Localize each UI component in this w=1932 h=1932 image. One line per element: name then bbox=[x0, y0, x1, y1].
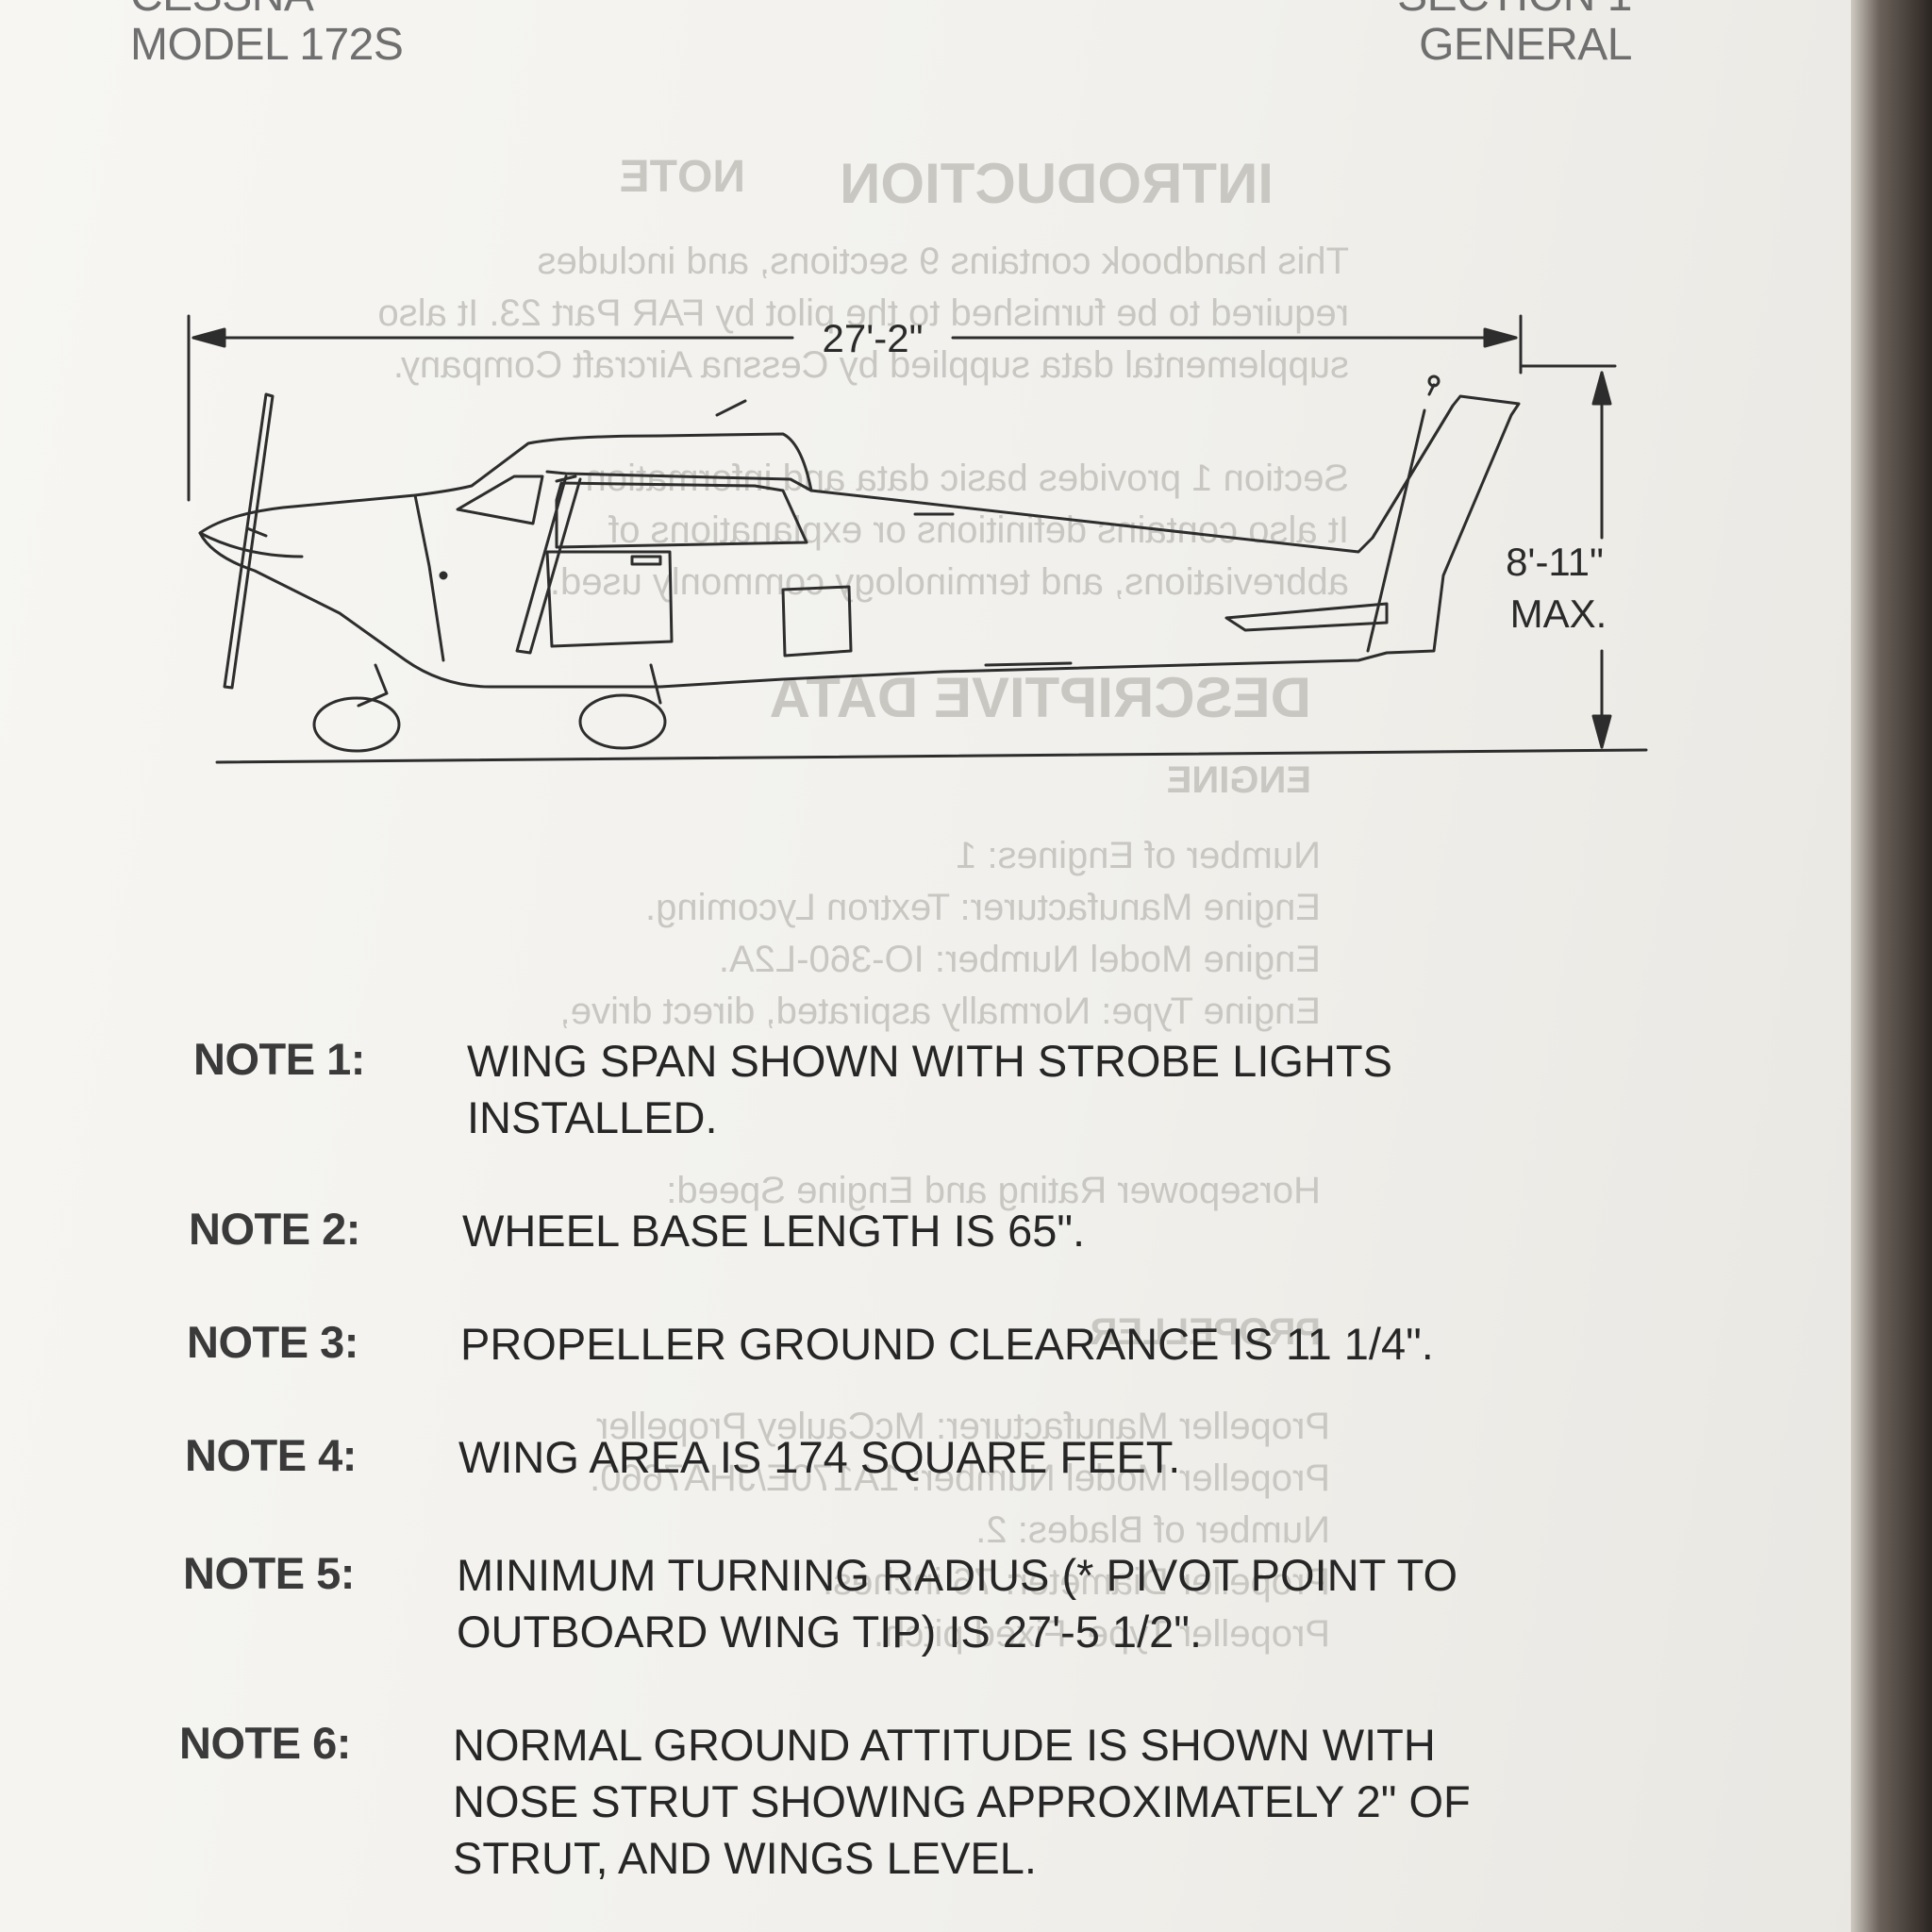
cabin-door bbox=[545, 550, 674, 648]
cowl-line bbox=[198, 531, 304, 558]
note-4-label: NOTE 4: bbox=[185, 1430, 357, 1480]
horizontal-stabilizer bbox=[1224, 602, 1389, 632]
beacon-light bbox=[1427, 375, 1441, 388]
note-1-text: WING SPAN SHOWN WITH STROBE LIGHTS INSTA… bbox=[467, 1036, 1392, 1142]
arrow-up bbox=[1591, 371, 1612, 406]
windshield bbox=[456, 475, 544, 525]
aircraft-side-view-diagram: 27'-2" 8'-11" MAX. bbox=[187, 314, 1648, 764]
header-section: SECTION 1 GENERAL bbox=[1397, 0, 1632, 70]
arrow-right bbox=[1483, 327, 1518, 348]
side-window bbox=[555, 481, 808, 549]
rudder-hinge bbox=[1366, 408, 1426, 653]
arrow-left bbox=[192, 327, 226, 348]
door-handle bbox=[630, 555, 662, 566]
note-1: NOTE 1: WING SPAN SHOWN WITH STROBE LIGH… bbox=[193, 1033, 1392, 1146]
height-dimension-label: 8'-11" bbox=[1506, 540, 1604, 584]
note-5-label: NOTE 5: bbox=[183, 1548, 355, 1598]
note-4: NOTE 4: WING AREA IS 174 SQUARE FEET. bbox=[185, 1429, 1180, 1486]
note-2-text: WHEEL BASE LENGTH IS 65". bbox=[462, 1206, 1086, 1256]
header-section-number: SECTION 1 bbox=[1397, 0, 1632, 21]
header-model: CESSNA MODEL 172S bbox=[130, 0, 404, 70]
length-dimension-label: 27'-2" bbox=[823, 316, 924, 360]
height-dimension-max-label: MAX. bbox=[1510, 591, 1607, 636]
note-3-label: NOTE 3: bbox=[187, 1317, 358, 1367]
note-1-label: NOTE 1: bbox=[193, 1034, 365, 1084]
propeller-hub bbox=[245, 526, 268, 538]
ground-line bbox=[215, 748, 1648, 764]
main-gear-leg bbox=[649, 663, 662, 705]
note-6-text: NORMAL GROUND ATTITUDE IS SHOWN WITH NOS… bbox=[453, 1720, 1471, 1883]
manual-page: INTRODUCTION NOTE This handbook contains… bbox=[0, 0, 1877, 1932]
header-section-title: GENERAL bbox=[1419, 20, 1632, 70]
nose-wheel-fairing bbox=[312, 696, 401, 753]
page-edge-shadow bbox=[1851, 0, 1932, 1932]
note-2: NOTE 2: WHEEL BASE LENGTH IS 65". bbox=[189, 1203, 1085, 1259]
wing-strut bbox=[515, 475, 582, 655]
note-3: NOTE 3: PROPELLER GROUND CLEARANCE IS 11… bbox=[187, 1316, 1434, 1373]
baggage-door bbox=[781, 585, 853, 658]
note-5: NOTE 5: MINIMUM TURNING RADIUS (* PIVOT … bbox=[183, 1547, 1457, 1660]
fin-leading-edge bbox=[1371, 404, 1455, 540]
note-5-text: MINIMUM TURNING RADIUS (* PIVOT POINT TO… bbox=[457, 1550, 1458, 1657]
firewall-line bbox=[413, 493, 445, 662]
wing-root bbox=[545, 470, 813, 492]
header-brand: CESSNA bbox=[130, 0, 403, 21]
arrow-down bbox=[1591, 714, 1612, 749]
nose-gear-strut bbox=[357, 663, 389, 708]
note-4-text: WING AREA IS 174 SQUARE FEET. bbox=[458, 1432, 1181, 1482]
leader-line-1 bbox=[715, 399, 747, 417]
main-wheel-fairing bbox=[578, 693, 667, 750]
header-model-number: MODEL 172S bbox=[130, 20, 404, 70]
note-6: NOTE 6: NORMAL GROUND ATTITUDE IS SHOWN … bbox=[179, 1717, 1471, 1887]
note-6-label: NOTE 6: bbox=[179, 1718, 351, 1768]
fuselage-outline bbox=[198, 394, 1521, 689]
propeller-blade bbox=[223, 392, 275, 690]
note-2-label: NOTE 2: bbox=[189, 1204, 360, 1254]
note-3-text: PROPELLER GROUND CLEARANCE IS 11 1/4". bbox=[460, 1319, 1434, 1369]
